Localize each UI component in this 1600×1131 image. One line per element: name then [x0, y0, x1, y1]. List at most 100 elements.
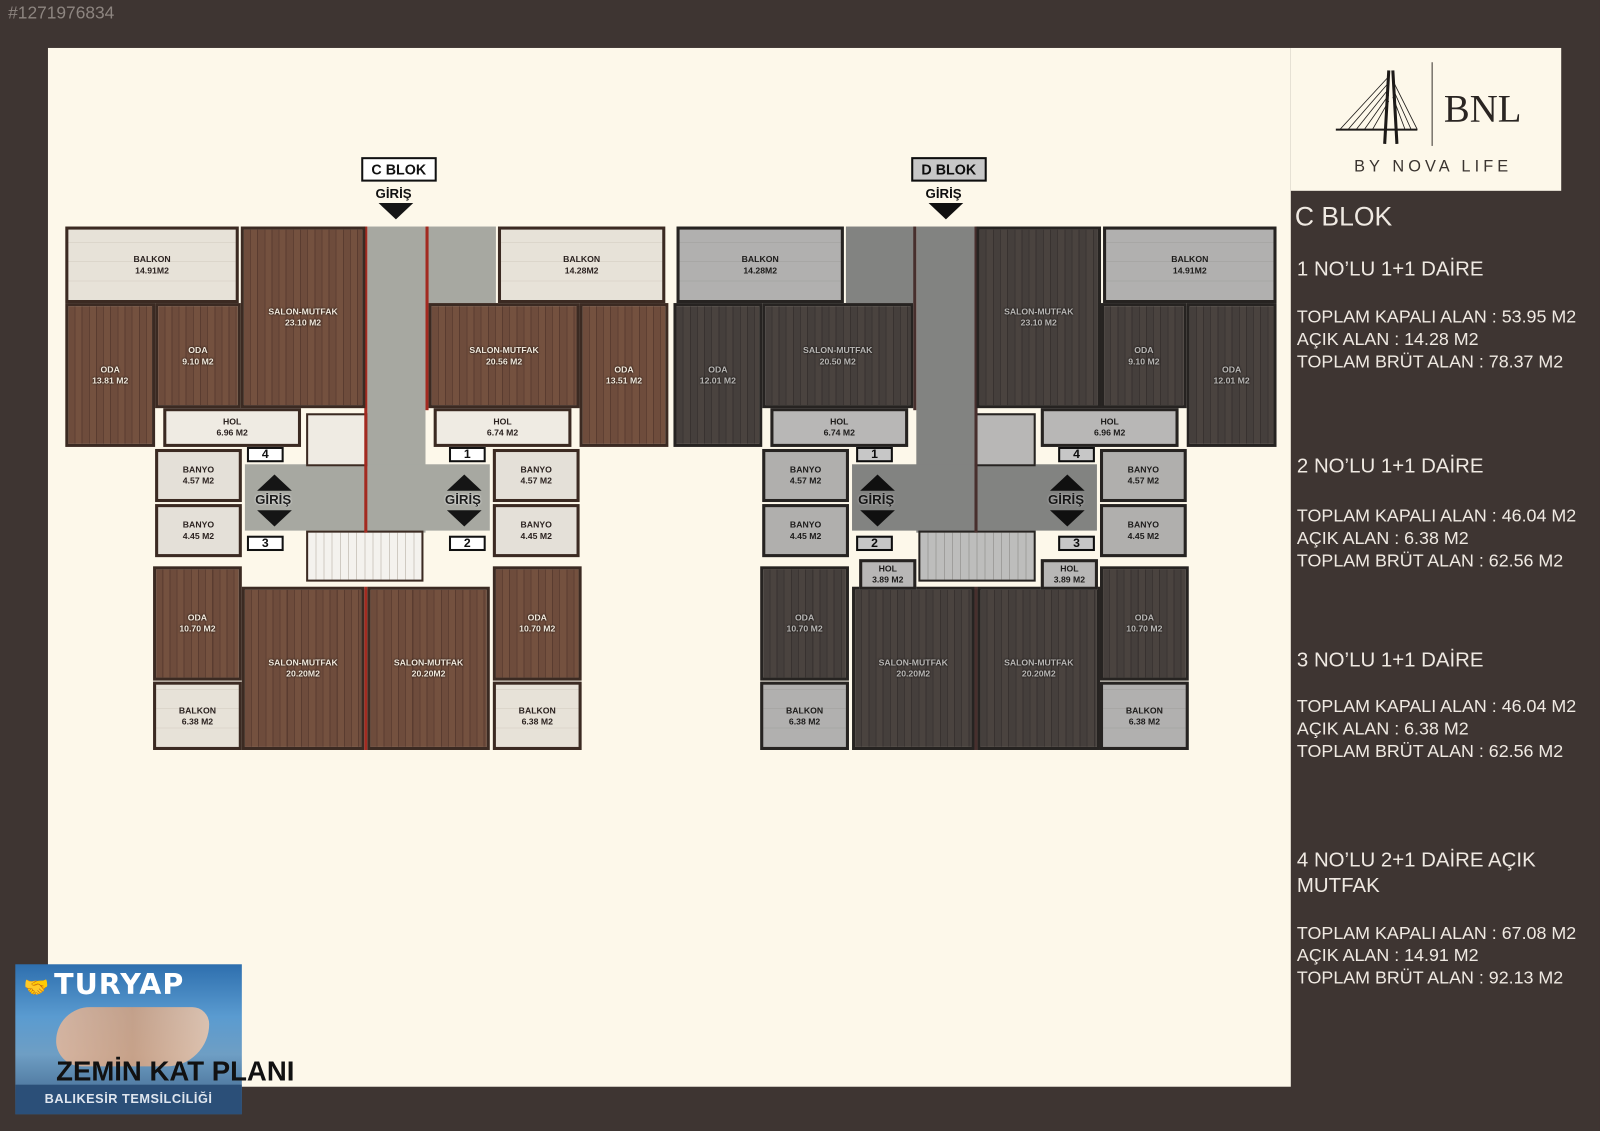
room-area: 4.45 M2: [182, 530, 215, 541]
room-area: 20.20M2: [286, 668, 320, 679]
room-area: 23.10 M2: [284, 317, 322, 328]
room-name: HOL: [1060, 563, 1079, 574]
unit-number-badge: 1: [448, 446, 486, 463]
unit-open-area: AÇIK ALAN : 14.28 M2: [1296, 328, 1479, 349]
room-area: 20.20M2: [411, 668, 446, 679]
agency-logo: 🤝 TURYAP BALIKESİR TEMSİLCİLİĞİ: [15, 964, 242, 1115]
room-name: BALKON: [1171, 253, 1209, 264]
lobby-entrance-label: GİRİŞ: [1047, 491, 1085, 508]
unit-open-area: AÇIK ALAN : 6.38 M2: [1296, 527, 1469, 548]
room-area: 4.57 M2: [789, 475, 822, 486]
unit-title: 2 NO’LU 1+1 DAİRE: [1296, 455, 1484, 478]
kitchen-niche: [845, 226, 916, 304]
room-name: ODA: [1221, 363, 1242, 374]
arrow-up-icon: [860, 474, 895, 491]
unit-title: 3 NO’LU 1+1 DAİRE: [1296, 648, 1484, 672]
room-area: 4.45 M2: [789, 530, 822, 541]
room-name: ODA: [1134, 612, 1155, 623]
room-name: ODA: [1134, 344, 1154, 355]
room-area: 10.70 M2: [519, 623, 556, 634]
room-name: HOL: [222, 416, 242, 427]
unit-closed-area: TOPLAM KAPALI ALAN : 67.08 M2: [1296, 922, 1577, 943]
arrow-down-icon: [446, 510, 482, 527]
room-area: 6.38 M2: [521, 715, 553, 727]
room-name: BALKON: [563, 253, 601, 264]
unit-number-badge: 2: [856, 535, 893, 552]
room-area: 14.28M2: [743, 264, 778, 275]
room-area: 14.91M2: [135, 264, 169, 275]
room-name: BANYO: [182, 464, 215, 475]
unit-gross-area: TOPLAM BRÜT ALAN : 92.13 M2: [1296, 967, 1564, 988]
room-name: ODA: [188, 344, 208, 355]
room-name: BANYO: [520, 519, 552, 530]
arrow-up-icon: [446, 474, 482, 491]
room-area: 6.74 M2: [486, 427, 519, 438]
entrance-arrow-icon: [378, 203, 414, 220]
block-label: C BLOK: [361, 157, 437, 182]
room-name: ODA: [527, 612, 547, 623]
room-area: 4.45 M2: [520, 530, 552, 541]
block-label: D BLOK: [911, 157, 987, 182]
staircase: [306, 530, 424, 582]
room-area: 10.70 M2: [786, 623, 823, 634]
room-name: BALKON: [133, 253, 171, 264]
room-area: 14.28M2: [564, 264, 599, 275]
unit-closed-area: TOPLAM KAPALI ALAN : 53.95 M2: [1296, 306, 1577, 327]
entrance-label: GİRİŞ: [375, 185, 412, 202]
room-name: SALON-MUTFAK: [393, 657, 464, 668]
unit-number-badge: 3: [246, 535, 284, 552]
room-name: BANYO: [1127, 519, 1160, 530]
room-area: 20.20M2: [896, 668, 931, 679]
arrow-up-icon: [257, 474, 292, 491]
room-area: 6.96 M2: [216, 427, 248, 438]
room-area: 6.74 M2: [823, 427, 855, 438]
unit-closed-area: TOPLAM KAPALI ALAN : 46.04 M2: [1296, 505, 1577, 526]
unit-gross-area: TOPLAM BRÜT ALAN : 62.56 M2: [1296, 740, 1564, 762]
unit-number-badge: 4: [1058, 446, 1095, 463]
logo-tagline: BY NOVA LIFE: [1354, 158, 1513, 176]
room-name: BALKON: [786, 704, 824, 715]
room-name: ODA: [614, 363, 634, 374]
room-area: 3.89 M2: [872, 574, 904, 585]
listing-id: #1271976834: [8, 3, 115, 23]
room-area: 12.01 M2: [699, 374, 736, 386]
room-name: ODA: [708, 363, 728, 374]
room-area: 4.57 M2: [182, 475, 215, 486]
wall-accent: [913, 226, 917, 411]
staircase: [918, 530, 1036, 582]
room-area: 6.38 M2: [1128, 715, 1161, 727]
arrow-up-icon: [1049, 474, 1085, 491]
entrance-label: GİRİŞ: [925, 185, 962, 202]
unit-gross-area: TOPLAM BRÜT ALAN : 62.56 M2: [1296, 549, 1564, 571]
plan-title: ZEMİN KAT PLANI: [56, 1056, 295, 1087]
room-name: SALON-MUTFAK: [268, 657, 338, 668]
elevator-shaft: [306, 413, 368, 467]
room-name: ODA: [187, 612, 208, 623]
room-area: 4.57 M2: [520, 475, 552, 486]
room-area: 10.70 M2: [179, 623, 216, 634]
unit-title: 1 NO’LU 1+1 DAİRE: [1296, 258, 1484, 281]
room-name: BALKON: [178, 704, 216, 715]
room-name: BALKON: [741, 253, 779, 264]
wall-accent: [364, 586, 368, 750]
unit-number-badge: 3: [1058, 535, 1095, 552]
unit-number-badge: 2: [448, 535, 486, 552]
room-name: SALON-MUTFAK: [469, 344, 539, 355]
